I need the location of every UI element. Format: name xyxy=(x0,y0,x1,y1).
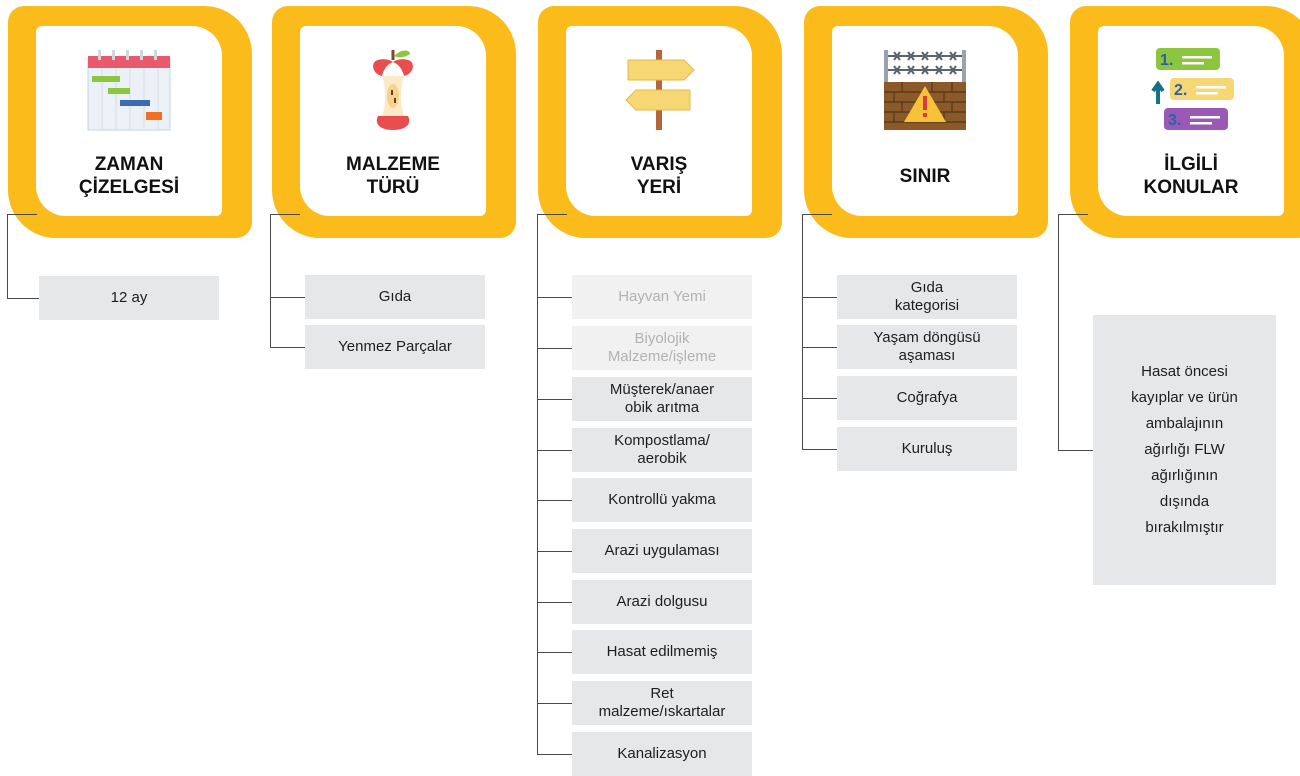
card-title: İLGİLİ KONULAR xyxy=(1143,154,1239,198)
list-number-2: 2. xyxy=(1174,82,1187,99)
item-controlled-combustion: Kontrollü yakma xyxy=(572,478,752,522)
connector-line xyxy=(270,297,305,298)
card-inner: SINIR xyxy=(832,26,1018,216)
item-food: Gıda xyxy=(305,275,485,319)
connector-line xyxy=(7,214,8,298)
list-number-3: 3. xyxy=(1168,112,1181,129)
connector-line xyxy=(802,347,837,348)
item-timeframe-12-months: 12 ay xyxy=(39,276,219,320)
border-wall-warning-icon xyxy=(884,50,966,130)
connector-line xyxy=(802,297,837,298)
connector-line xyxy=(1058,214,1088,215)
card-inner: 1. 2. 3. İLGİLİ KONULAR xyxy=(1098,26,1284,216)
item-landfill: Arazi dolgusu xyxy=(572,580,752,624)
item-refuse-discards: Ret malzeme/ıskartalar xyxy=(572,681,752,725)
item-lifecycle-stage: Yaşam döngüsü aşaması xyxy=(837,325,1017,369)
connector-line xyxy=(537,652,572,653)
item-land-application: Arazi uygulaması xyxy=(572,529,752,573)
item-composting-aerobic: Kompostlama/ aerobik xyxy=(572,428,752,472)
category-card-boundary: SINIR xyxy=(804,6,1048,238)
connector-line xyxy=(537,754,572,755)
connector-line xyxy=(537,551,572,552)
apple-core-icon xyxy=(373,50,413,130)
connector-line xyxy=(270,214,271,348)
item-related-issues-note: Hasat öncesi kayıplar ve ürün ambalajını… xyxy=(1093,315,1276,585)
item-sewer: Kanalizasyon xyxy=(572,732,752,776)
connector-line xyxy=(537,214,567,215)
connector-line xyxy=(537,297,572,298)
connector-line xyxy=(270,214,300,215)
gantt-calendar-icon xyxy=(87,50,171,131)
connector-line xyxy=(7,298,39,299)
item-inedible-parts: Yenmez Parçalar xyxy=(305,325,485,369)
card-inner: ZAMAN ÇİZELGESİ xyxy=(36,26,222,216)
card-title: VARIŞ YERİ xyxy=(630,154,688,198)
connector-line xyxy=(537,450,572,451)
connector-line xyxy=(802,398,837,399)
category-card-material-type: MALZEME TÜRÜ xyxy=(272,6,516,238)
connector-line xyxy=(537,703,572,704)
item-animal-feed: Hayvan Yemi xyxy=(572,275,752,319)
numbered-list-icon: 1. 2. 3. xyxy=(1151,48,1234,130)
connector-line xyxy=(802,449,837,450)
category-card-related-topics: 1. 2. 3. İLGİLİ KONULAR xyxy=(1070,6,1300,238)
item-not-harvested: Hasat edilmemiş xyxy=(572,630,752,674)
item-food-category: Gıda kategorisi xyxy=(837,275,1017,319)
connector-line xyxy=(1058,450,1093,451)
connector-line xyxy=(802,214,803,449)
connector-line xyxy=(7,214,37,215)
category-card-timeframe: ZAMAN ÇİZELGESİ xyxy=(8,6,252,238)
category-card-destination: VARIŞ YERİ xyxy=(538,6,782,238)
connector-line xyxy=(537,214,538,754)
card-inner: MALZEME TÜRÜ xyxy=(300,26,486,216)
connector-line xyxy=(537,602,572,603)
card-title: ZAMAN ÇİZELGESİ xyxy=(78,154,180,198)
item-geography: Coğrafya xyxy=(837,376,1017,420)
connector-line xyxy=(537,399,572,400)
item-organization: Kuruluş xyxy=(837,427,1017,471)
card-title: MALZEME TÜRÜ xyxy=(346,154,440,198)
connector-line xyxy=(802,214,832,215)
connector-line xyxy=(537,348,572,349)
list-number-1: 1. xyxy=(1160,52,1173,69)
item-bio-material-processing: Biyolojik Malzeme/işleme xyxy=(572,326,752,370)
connector-line xyxy=(270,347,305,348)
signpost-icon xyxy=(625,50,695,130)
connector-line xyxy=(537,500,572,501)
connector-line xyxy=(1058,214,1059,450)
card-inner: VARIŞ YERİ xyxy=(566,26,752,216)
card-title: SINIR xyxy=(899,165,951,187)
item-codigestion-anaerobic: Müşterek/anaer obik arıtma xyxy=(572,377,752,421)
